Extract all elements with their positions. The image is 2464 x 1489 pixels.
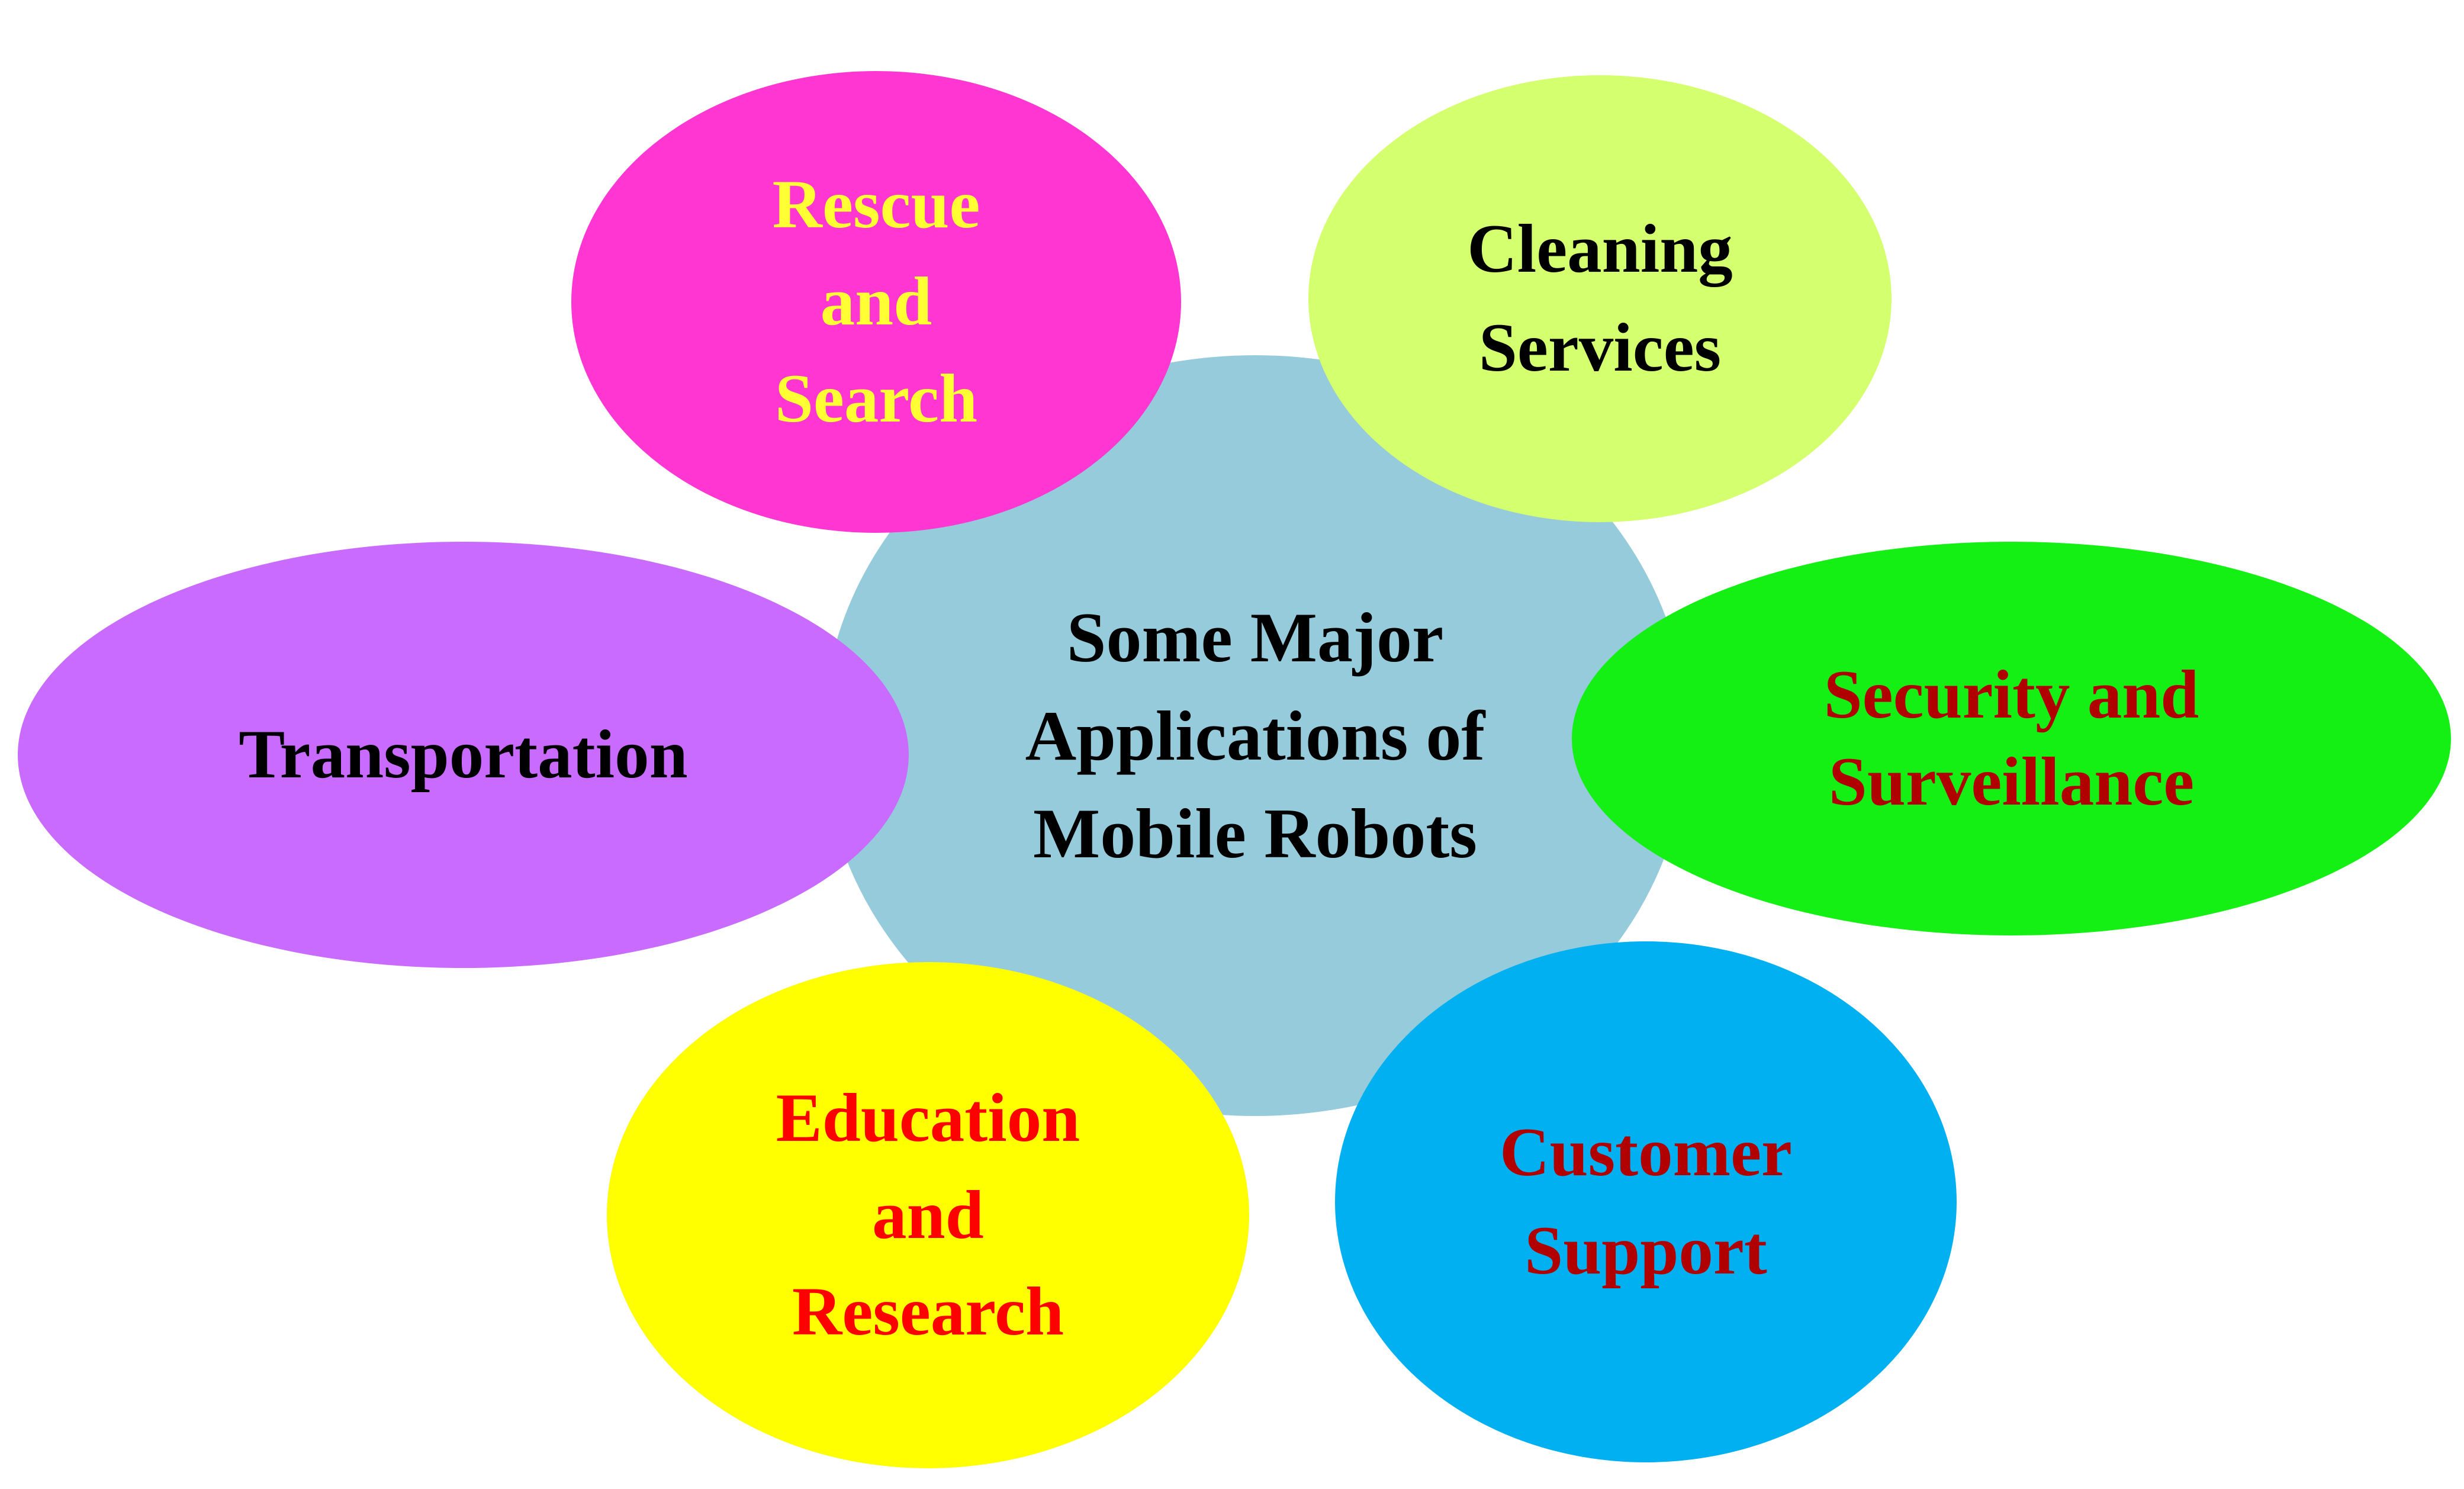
center-label-line-2: Applications of [1025,696,1485,775]
education-and-research-bubble: Education and Research [607,962,1249,1468]
security-label-line-1: Security and [1823,657,2199,734]
customer-label-line-2: Support [1524,1213,1767,1289]
education-label-line-1: Education [776,1079,1080,1156]
cleaning-label-line-1: Cleaning [1467,211,1733,288]
center-label-line-3: Mobile Robots [1033,794,1477,873]
center-label-line-1: Some Major [1066,598,1444,677]
rescue-label-line-3: Search [774,360,978,437]
security-and-surveillance-bubble: Security and Surveillance [1572,542,2451,935]
transportation-label: Transportation [239,716,688,793]
education-label-line-2: and [872,1176,984,1253]
education-label-line-3: Research [792,1273,1064,1350]
security-label-line-2: Surveillance [1828,743,2195,820]
rescue-and-search-bubble: Rescue and Search [571,71,1181,533]
transportation-bubble: Transportation [18,542,909,968]
cleaning-services-bubble: Cleaning Services [1308,75,1892,522]
rescue-label-line-2: and [820,263,932,340]
customer-support-bubble: Customer Support [1335,941,1957,1462]
rescue-label-line-1: Rescue [772,166,980,243]
customer-label-line-1: Customer [1500,1114,1792,1191]
cleaning-label-line-2: Services [1478,309,1722,386]
